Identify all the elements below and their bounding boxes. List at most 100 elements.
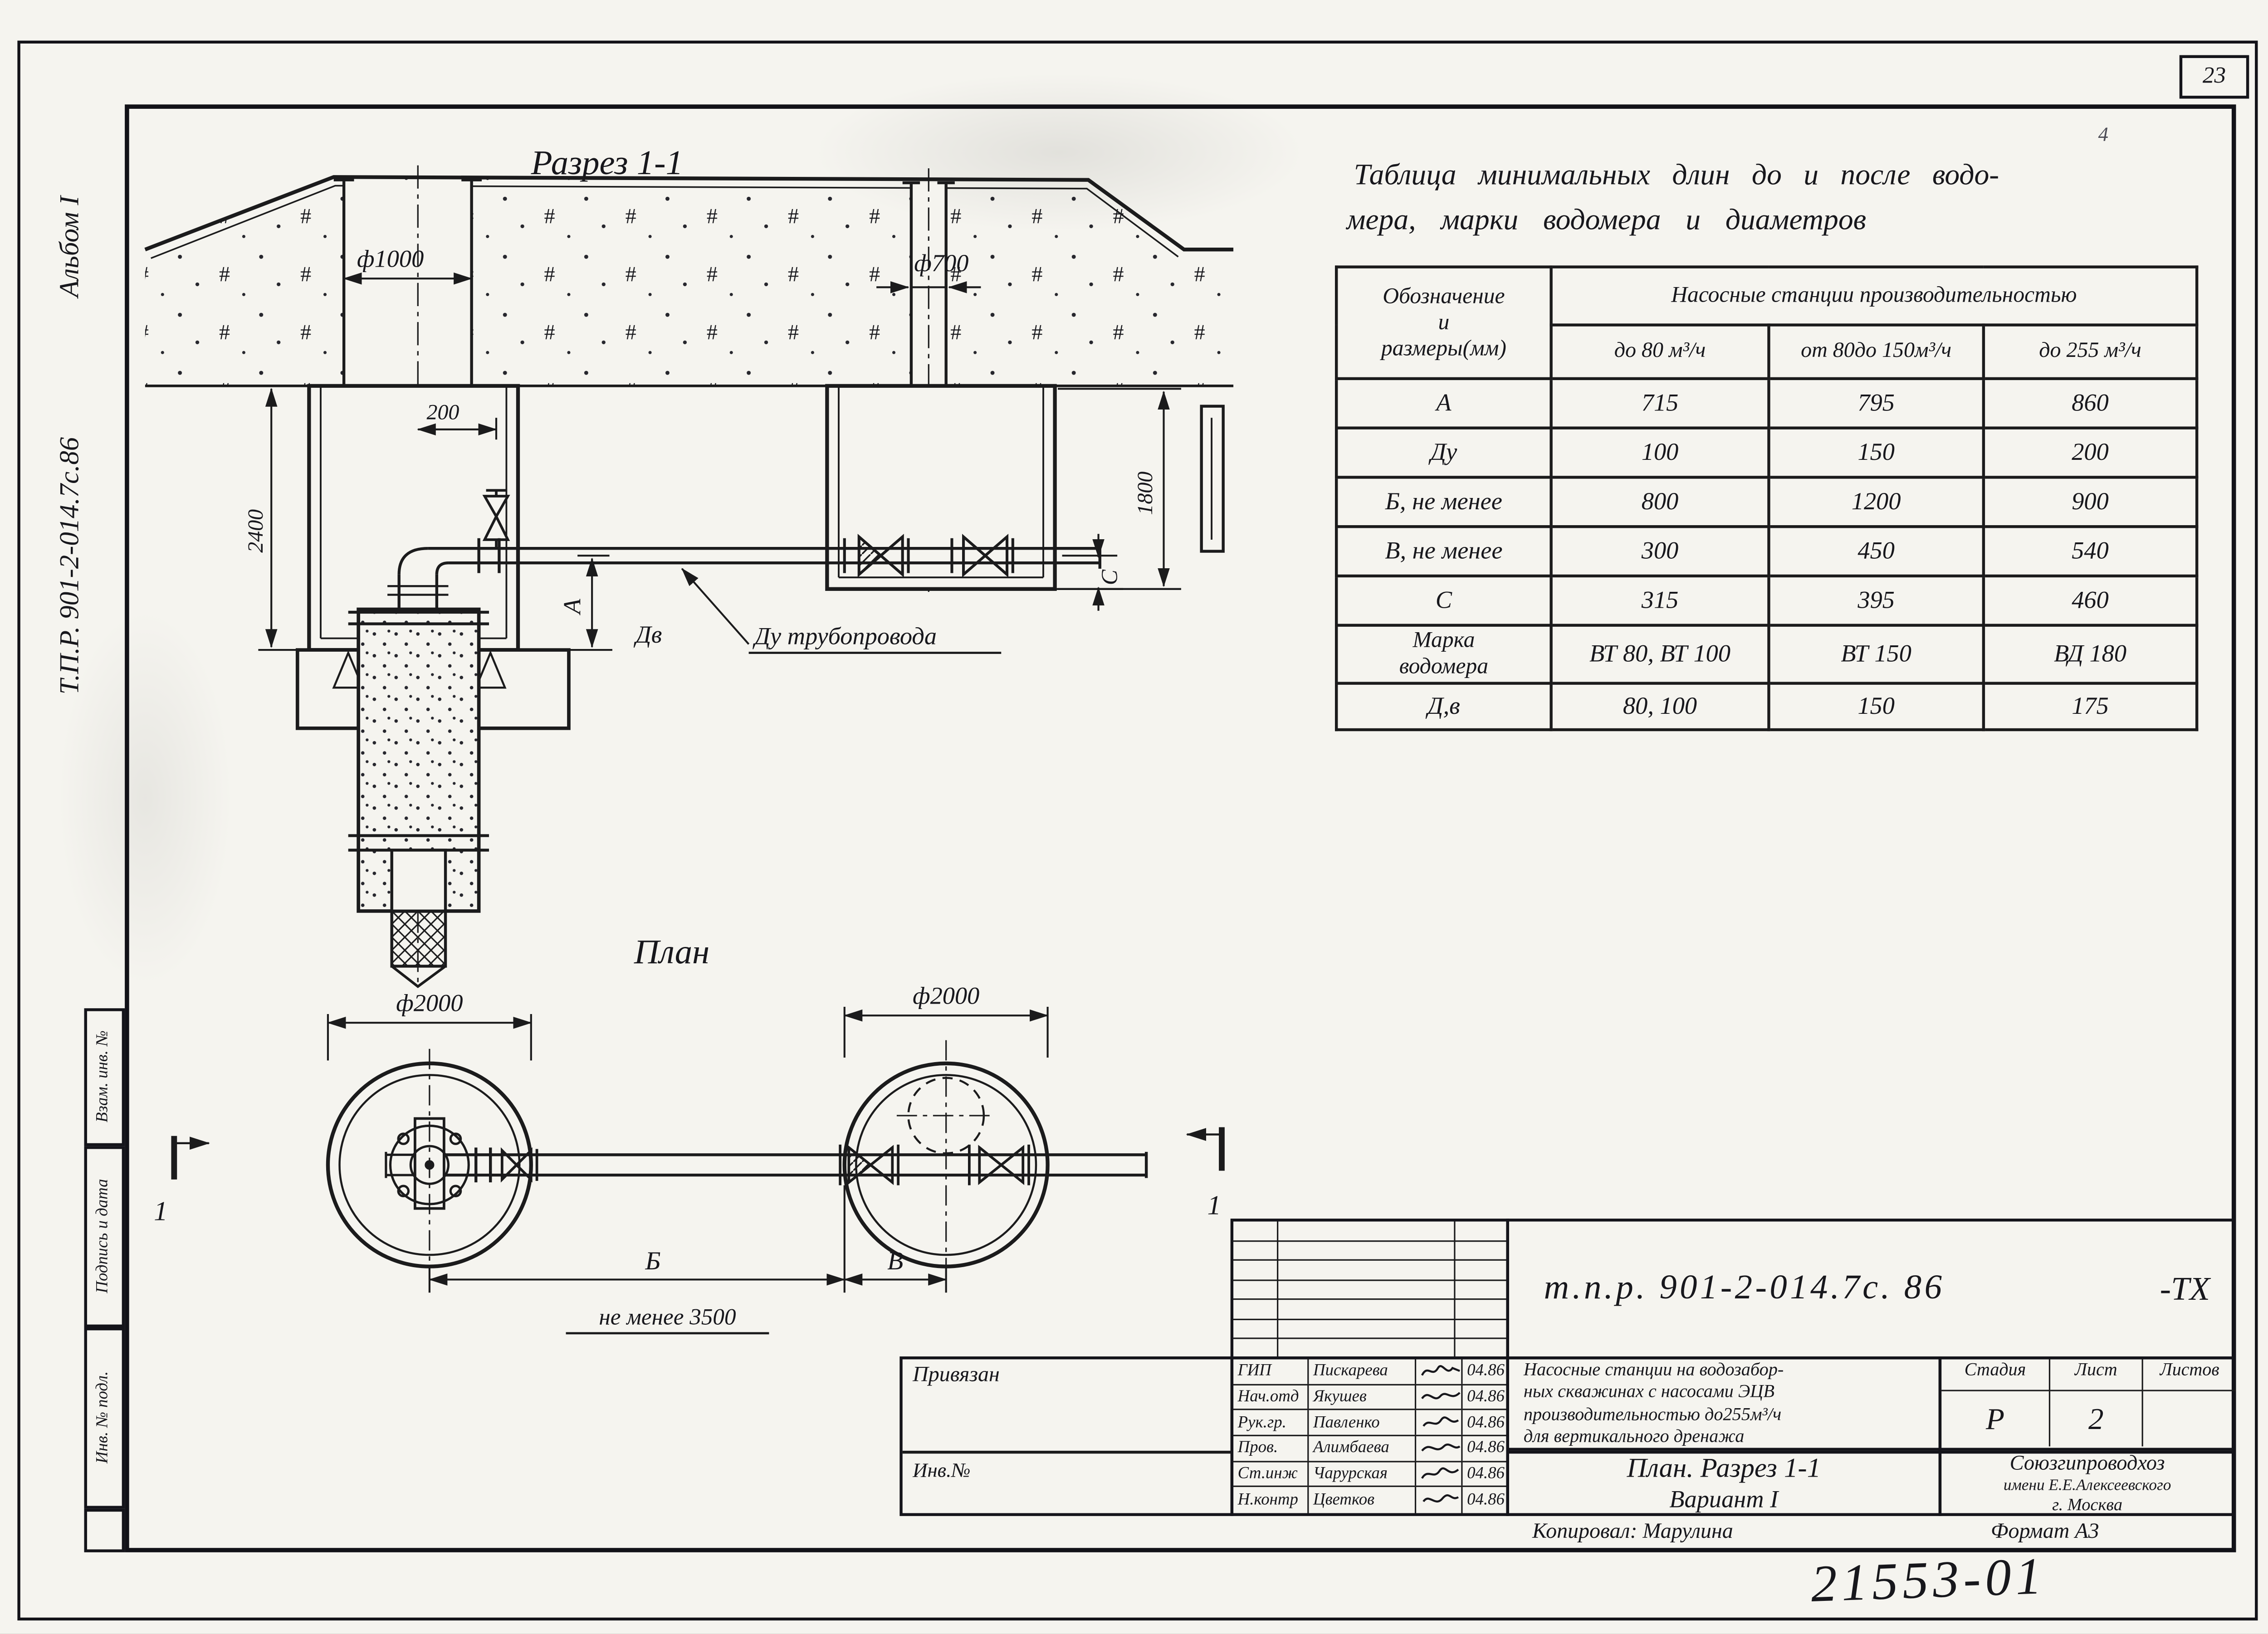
dim-2400: 2400 xyxy=(244,509,268,553)
signature-scribble xyxy=(1416,1359,1463,1384)
signature-scribble xyxy=(1416,1410,1463,1435)
plan-valve-left xyxy=(500,1147,538,1183)
cut-label-right: 1 xyxy=(1207,1190,1221,1220)
doc-code-cell: т.п.р. 901-2-014.7с. 86 -ТХ xyxy=(1506,1219,2236,1360)
annex-inv-label: Инв.№ xyxy=(913,1461,971,1483)
format-label: Формат А3 xyxy=(1990,1520,2099,1544)
sig-date: 04.86 xyxy=(1467,1465,1505,1483)
table-cell: 80, 100 xyxy=(1549,682,1770,732)
dim-d2000-left: ф2000 xyxy=(396,990,463,1017)
podpis-box xyxy=(84,1146,125,1327)
dim-d700: ф700 xyxy=(914,249,968,277)
stage-block: Стадия Лист Листов Р 2 xyxy=(1938,1356,2236,1451)
revision-row xyxy=(1233,1221,1506,1241)
spec-table: Обозначение и размеры(мм) Насосные станц… xyxy=(1334,265,2199,732)
sig-name: Чарурская xyxy=(1309,1462,1417,1486)
table-cell: 715 xyxy=(1549,377,1770,429)
annex-divider xyxy=(902,1450,1231,1454)
table-row-label: А xyxy=(1334,377,1553,429)
soil-mass xyxy=(145,177,1234,386)
plan-dimensions xyxy=(327,1007,1049,1335)
table-cell: ВД 180 xyxy=(1982,624,2199,685)
dim-dv: Дв xyxy=(633,621,662,648)
table-caption-line2: мера, марки водомера и диаметров xyxy=(1346,205,1867,237)
sig-date: 04.86 xyxy=(1467,1414,1505,1432)
table-cell: 900 xyxy=(1982,476,2199,528)
sheets-value xyxy=(2143,1391,2236,1447)
privyazan-label: Привязан xyxy=(913,1363,1000,1387)
table-cell: 150 xyxy=(1767,682,1985,732)
dim-a: А xyxy=(559,599,586,615)
dim-1800: 1800 xyxy=(1133,472,1157,515)
annex-box: Привязан Инв.№ xyxy=(899,1356,1234,1516)
table-row-label: В, не менее xyxy=(1334,525,1553,578)
table-cell: 300 xyxy=(1549,525,1770,578)
vzam-label: Взам. инв. № xyxy=(94,1030,112,1122)
dim-d2000-right: ф2000 xyxy=(913,982,979,1010)
revision-grid xyxy=(1230,1219,1509,1360)
table-row-label: Д,в xyxy=(1334,682,1553,732)
spare-box xyxy=(84,1508,125,1552)
sig-date: 04.86 xyxy=(1467,1439,1505,1457)
dimensions xyxy=(258,272,1181,654)
stage-label: Стадия xyxy=(1941,1359,2051,1391)
table-cell: 795 xyxy=(1767,377,1985,429)
table-cell: 800 xyxy=(1549,476,1770,528)
sheet-number-box: 23 xyxy=(2179,55,2249,99)
drawing-frame xyxy=(125,104,2236,1552)
revision-grid-vline xyxy=(1277,1221,1279,1356)
sig-date: 04.86 xyxy=(1467,1491,1505,1509)
org-line2: имени Е.Е.Алексеевского xyxy=(2003,1476,2171,1494)
doc-code: т.п.р. 901-2-014.7с. 86 xyxy=(1544,1269,1945,1307)
org-line3: г. Москва xyxy=(2052,1493,2123,1514)
table-header-designation: Обозначение и размеры(мм) xyxy=(1334,265,1553,380)
right-structure xyxy=(1200,405,1225,553)
revision-row xyxy=(1233,1241,1506,1261)
discharge-pipe xyxy=(387,538,1101,610)
table-row-label: Марка водомера xyxy=(1334,624,1553,685)
stray-mark: 4 xyxy=(2098,125,2109,147)
album-label: Альбом I xyxy=(55,196,86,298)
plan-title: План xyxy=(634,934,710,972)
table-row-label: Ду xyxy=(1334,426,1553,479)
check-valve xyxy=(950,533,1014,578)
ground-surface-line2 xyxy=(151,185,1179,259)
table-cell: 395 xyxy=(1767,574,1985,627)
dim-b: Б xyxy=(645,1247,661,1275)
signature-row: Рук.гр. Павленко 04.86 xyxy=(1233,1410,1509,1436)
table-subheader: до 80 м³/ч xyxy=(1549,323,1770,380)
table-header-group: Насосные станции производительностью xyxy=(1549,265,2199,327)
signature-scribble xyxy=(1416,1385,1463,1410)
ground-surface-line xyxy=(144,175,1234,252)
table-cell: 540 xyxy=(1982,525,2199,578)
plan-check-valve xyxy=(968,1144,1030,1185)
cut-label-left: 1 xyxy=(154,1196,167,1226)
table-cell: 100 xyxy=(1549,426,1770,479)
plan-pipe xyxy=(444,1147,1148,1183)
section-drawing: # xyxy=(144,165,1234,988)
revision-row xyxy=(1233,1300,1506,1320)
left-well-casing xyxy=(333,178,482,386)
drawing-title-cell: План. Разрез 1-1 Вариант I xyxy=(1506,1450,1942,1516)
cut-mark-right xyxy=(1186,1127,1225,1171)
cut-mark-left xyxy=(171,1136,210,1180)
table-cell: 460 xyxy=(1982,574,2199,627)
table-subheader: до 255 м³/ч xyxy=(1982,323,2199,380)
signature-scribble xyxy=(1416,1487,1463,1513)
dim-200: 200 xyxy=(426,400,459,424)
description-cell: Насосные станции на водозабор- ных скваж… xyxy=(1506,1356,1942,1451)
sig-name: Павленко xyxy=(1309,1410,1417,1435)
signature-grid: ГИП Пискарева 04.86 Нач.отд Якушев 04.86… xyxy=(1230,1356,1509,1516)
sig-name: Алимбаева xyxy=(1309,1436,1417,1461)
sig-name: Пискарева xyxy=(1309,1359,1417,1384)
well-column xyxy=(348,607,489,988)
dim-du: Ду трубопровода xyxy=(752,622,937,649)
signature-scribble xyxy=(1416,1436,1463,1461)
inv-label: Инв. № подл. xyxy=(94,1371,112,1463)
dim-d1000: ф1000 xyxy=(357,245,424,273)
table-caption-line1: Таблица минимальных длин до и после водо… xyxy=(1354,159,1999,192)
signature-row: Н.контр Цветков 04.86 xyxy=(1233,1487,1509,1513)
air-valve xyxy=(482,489,510,549)
project-description: Насосные станции на водозабор- ных скваж… xyxy=(1523,1360,1784,1446)
